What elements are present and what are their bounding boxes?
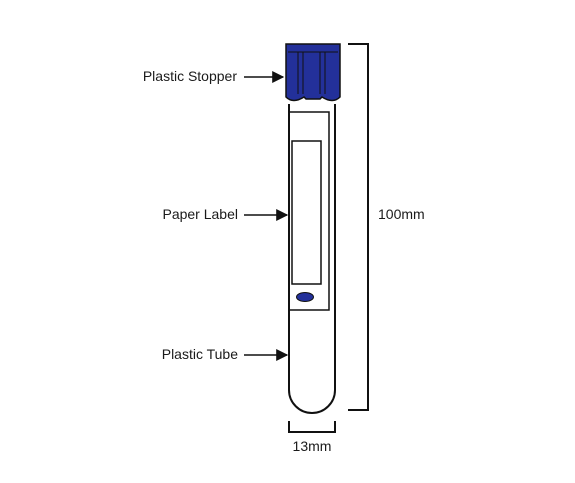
diameter-bracket xyxy=(288,421,336,433)
plastic-stopper xyxy=(285,43,341,102)
length-bracket xyxy=(348,43,369,411)
label-dot xyxy=(296,292,314,302)
stopper-label: Plastic Stopper xyxy=(143,68,237,84)
length-label: 100mm xyxy=(378,206,425,222)
tube-label: Plastic Tube xyxy=(162,346,238,362)
diameter-label: 13mm xyxy=(293,438,332,454)
paper-label-panel xyxy=(291,140,322,285)
paper-label-label: Paper Label xyxy=(162,206,238,222)
paper-label-outline xyxy=(289,111,330,311)
